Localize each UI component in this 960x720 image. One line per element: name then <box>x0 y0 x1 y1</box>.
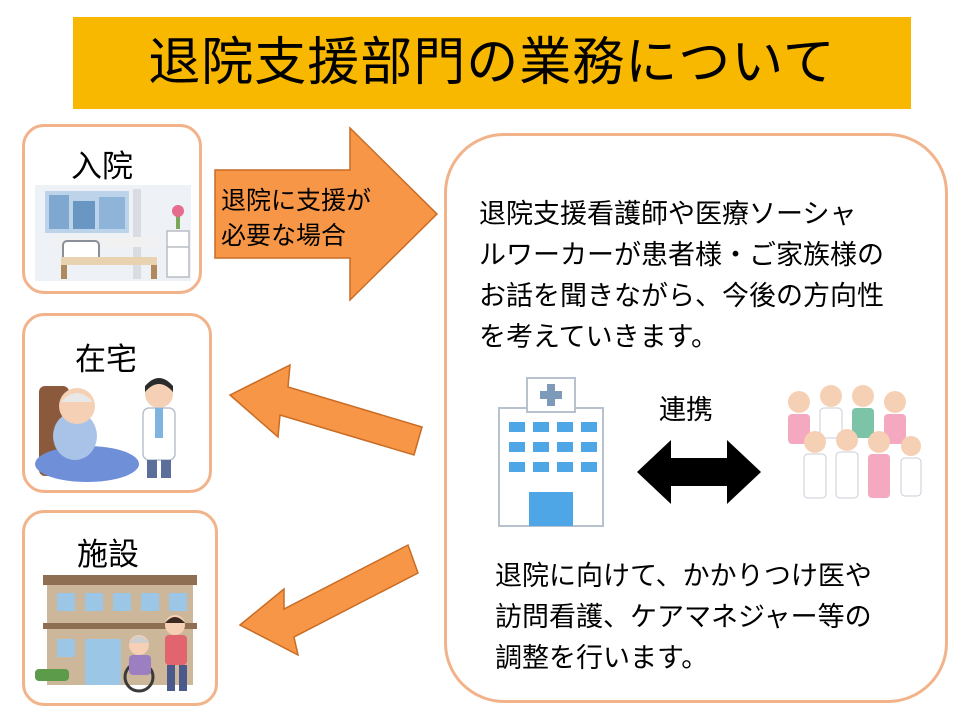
double-arrow-icon <box>637 440 761 504</box>
medical-staff-icon <box>788 385 922 499</box>
arrow-label: 退院に支援が 必要な場合 <box>221 186 372 250</box>
facility-card: 施設 <box>22 510 218 706</box>
doctor-visit-icon <box>35 378 176 482</box>
hospital-room-icon <box>35 185 191 281</box>
liaison-label: 連携 <box>659 395 713 426</box>
admission-card: 入院 <box>22 124 202 294</box>
care-facility-icon <box>35 575 197 693</box>
facility-label: 施設 <box>77 537 139 573</box>
arrow-to-facility-shape <box>238 543 419 657</box>
title-banner: 退院支援部門の業務について <box>73 17 911 109</box>
arrow-to-home-shape <box>228 363 423 456</box>
arrow-right-shape <box>214 126 439 302</box>
home-label: 在宅 <box>75 342 137 378</box>
home-card: 在宅 <box>22 313 212 493</box>
hospital-building-icon <box>498 377 604 527</box>
panel-top-text: 退院支援看護師や医療ソーシャ ルワーカーが患者様・ご家族様の お話を聞きながら、… <box>479 199 884 353</box>
page-title: 退院支援部門の業務について <box>148 33 836 93</box>
info-panel: 退院支援看護師や医療ソーシャ ルワーカーが患者様・ご家族様の お話を聞きながら、… <box>444 133 948 703</box>
panel-bottom-text: 退院に向けて、かかりつけ医や 訪問看護、ケアマネジャー等の 調整を行います。 <box>495 561 872 674</box>
admission-label: 入院 <box>71 149 133 185</box>
